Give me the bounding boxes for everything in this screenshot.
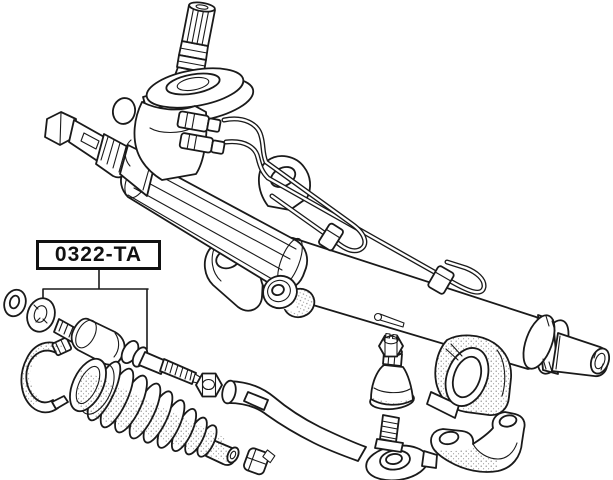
ball-stud: [374, 414, 404, 453]
cotter-pin: [373, 312, 405, 328]
rack-end-right: [551, 332, 611, 378]
mount-bracket: [430, 411, 526, 473]
tie-rod-end: [221, 379, 438, 480]
lock-washer: [26, 297, 56, 333]
dust-cover: [369, 347, 415, 411]
rack-mount-bushing: [426, 334, 512, 419]
callout-leader-lines: [42, 269, 149, 350]
steering-gear-assembly: [44, 1, 611, 378]
boot-band-clamp: [20, 332, 80, 414]
lock-collar: [522, 314, 570, 375]
boot-small-clamp: [243, 447, 276, 476]
grommet: [262, 274, 316, 319]
pipe-fittings: [176, 110, 226, 155]
part-number-label: 0322-TA: [36, 240, 161, 270]
inner-tie-rod-axial-joint: [53, 317, 201, 385]
steering-boot: [69, 357, 240, 466]
rack-end-left: [44, 111, 157, 197]
washer: [3, 288, 27, 318]
pipe-clamp: [318, 222, 455, 295]
jam-nut: [195, 372, 223, 398]
pressure-pipes: [221, 116, 487, 295]
castle-nut: [378, 332, 404, 358]
